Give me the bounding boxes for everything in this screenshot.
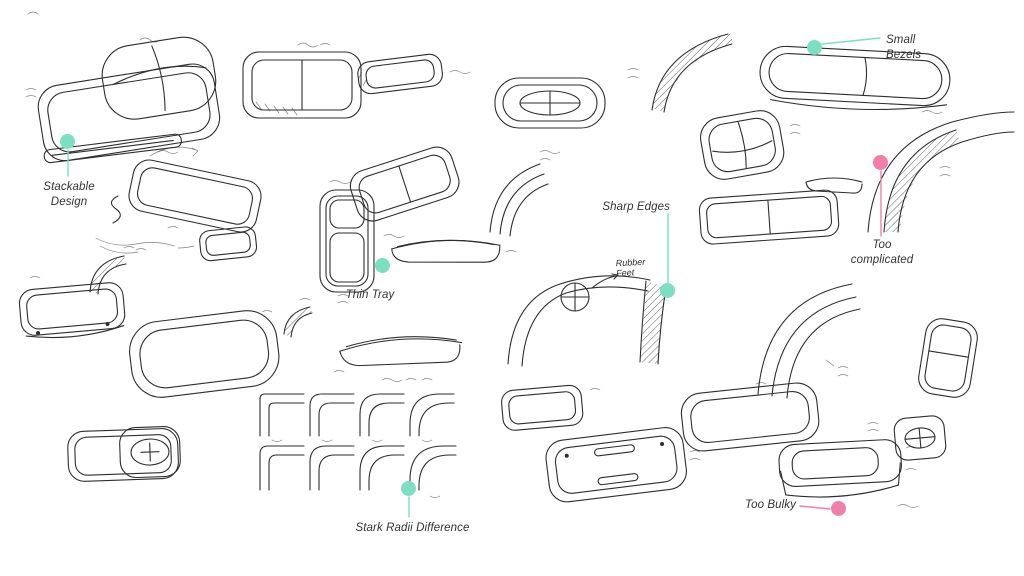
sketch-corner-study-mid xyxy=(489,163,549,237)
too-bulky-marker-dot xyxy=(831,501,846,516)
sketch-small-tray-center xyxy=(501,384,584,431)
handwritten-note-rubber-feet: Rubber Feet xyxy=(615,256,646,279)
sketch-mini-profile xyxy=(805,177,863,194)
annotation-too-complicated: Too complicated xyxy=(850,239,914,266)
sketch-tray-persp-1 xyxy=(357,53,443,95)
sketch-complicated-corner xyxy=(867,111,1015,233)
sketch-thin-tray-profile-2 xyxy=(339,336,463,367)
annotation-stackable-design: Stackable Design xyxy=(43,181,95,208)
sketch-small-tray-left xyxy=(199,226,258,262)
sketch-radius-study-grid xyxy=(259,393,457,498)
small-bezels-marker-dot xyxy=(807,40,822,55)
sketch-mini-square-tray xyxy=(893,415,947,461)
sketch-overlap-trays xyxy=(67,425,181,482)
sketch-thin-profile-topleft xyxy=(43,133,182,164)
too-complicated-marker-dot xyxy=(873,155,888,170)
annotation-sharp-edges: Sharp Edges xyxy=(602,201,670,213)
sketch-tray-top-1 xyxy=(242,51,362,119)
sketch-tray-underside xyxy=(545,427,687,503)
sketch-large-tray-top xyxy=(129,310,280,398)
sketch-angled-tray-left xyxy=(128,159,262,233)
stackable-design-marker-dot xyxy=(60,134,75,149)
thin-tray-marker-dot xyxy=(375,258,390,273)
annotation-too-bulky: Too Bulky xyxy=(745,499,796,511)
annotation-small-bezels: Small Bezels xyxy=(886,34,922,61)
annotation-connectors xyxy=(67,37,882,518)
sketch-rounded-square-tray xyxy=(700,110,785,180)
sketch-tray-oval-top xyxy=(494,77,606,129)
sketch-rubber-feet-corner xyxy=(507,273,667,367)
sketch-tray-with-feet xyxy=(18,282,126,339)
sketch-hatched-corner-center xyxy=(283,306,313,338)
annotation-thin-tray: Thin Tray xyxy=(345,289,395,301)
sketch-small-bezel-tray xyxy=(759,45,951,111)
sketch-corner-study-right xyxy=(757,283,861,399)
sketch-small-vertical-tray xyxy=(918,318,978,398)
annotation-stark-radii-difference: Stark Radii Difference xyxy=(355,522,470,534)
sketch-bulky-tray xyxy=(778,439,902,498)
sketch-thin-tray-profile xyxy=(391,239,501,263)
sketch-curve-study-top xyxy=(651,33,734,113)
sketch-tray-top-right xyxy=(680,382,820,452)
sketch-tall-two-comp-tray xyxy=(319,189,375,293)
sharp-edges-marker-dot xyxy=(660,283,675,298)
sketch-stackable-trays xyxy=(37,36,221,162)
sketch-two-comp-tray-right xyxy=(698,189,840,245)
stark-radii-marker-dot xyxy=(401,481,416,496)
